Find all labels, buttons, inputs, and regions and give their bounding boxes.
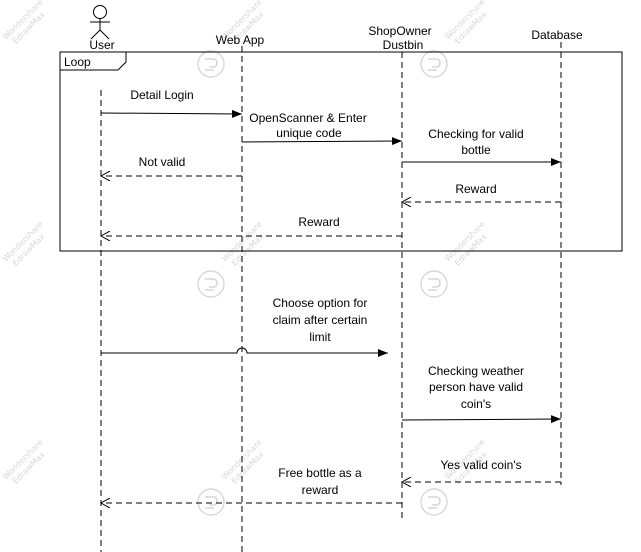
message-label: Detail Login (130, 88, 193, 102)
message-choose-claim-option: Choose option for claim after certain li… (101, 296, 388, 357)
message-arrow (241, 137, 403, 146)
message-arrow (101, 347, 388, 357)
message-label: Checking weather (428, 364, 524, 378)
message-yes-valid-coins: Yes valid coin's (402, 458, 561, 482)
message-label: Not valid (139, 155, 186, 169)
watermarks: Wondershare EdrawMax Wondershare EdrawMa… (1, 0, 489, 516)
participant-shopowner-label: Dustbin (383, 38, 424, 52)
message-label: bottle (461, 143, 491, 157)
watermark-logo (420, 50, 448, 78)
participant-database-label: Database (531, 28, 583, 42)
message-label: claim after certain (273, 313, 368, 327)
message-label: Yes valid coin's (440, 458, 521, 472)
message-label: OpenScanner & Enter (249, 111, 366, 125)
message-label: limit (309, 330, 331, 344)
participant-shopowner-label: ShopOwner (368, 24, 431, 38)
loop-tab (60, 52, 127, 71)
watermark-logo (197, 50, 225, 78)
message-arrow (100, 109, 243, 118)
participant-user-label: User (89, 38, 114, 52)
watermark-logo (197, 270, 225, 298)
loop-fragment (59, 51, 623, 252)
lifelines (100, 42, 562, 552)
message-reward-to-user: Reward (101, 215, 402, 236)
message-label: Reward (298, 215, 339, 229)
message-label: Choose option for (273, 296, 368, 310)
loop-frame (59, 51, 623, 252)
message-free-bottle-reward: Free bottle as a reward (101, 466, 402, 503)
message-label: unique code (276, 126, 342, 140)
message-reward-from-database: Reward (402, 182, 561, 202)
watermark-logo (420, 488, 448, 516)
watermark-logo (420, 270, 448, 298)
message-not-valid: Not valid (101, 155, 242, 176)
message-checking-valid-bottle: Checking for valid bottle (402, 127, 561, 166)
message-label: reward (302, 483, 339, 497)
message-label: person have valid (429, 380, 523, 394)
user-actor-icon (90, 5, 110, 40)
message-open-scanner: OpenScanner & Enter unique code (241, 111, 403, 146)
message-label: coin's (461, 397, 491, 411)
loop-label: Loop (64, 55, 91, 69)
watermark-logo (197, 488, 225, 516)
message-label: Free bottle as a (278, 466, 362, 480)
message-detail-login: Detail Login (100, 88, 243, 118)
message-arrow (401, 415, 562, 424)
message-label: Reward (455, 182, 496, 196)
message-checking-valid-coins: Checking weather person have valid coin'… (401, 364, 562, 424)
participant-webapp-label: Web App (216, 33, 265, 47)
message-label: Checking for valid (428, 127, 523, 141)
